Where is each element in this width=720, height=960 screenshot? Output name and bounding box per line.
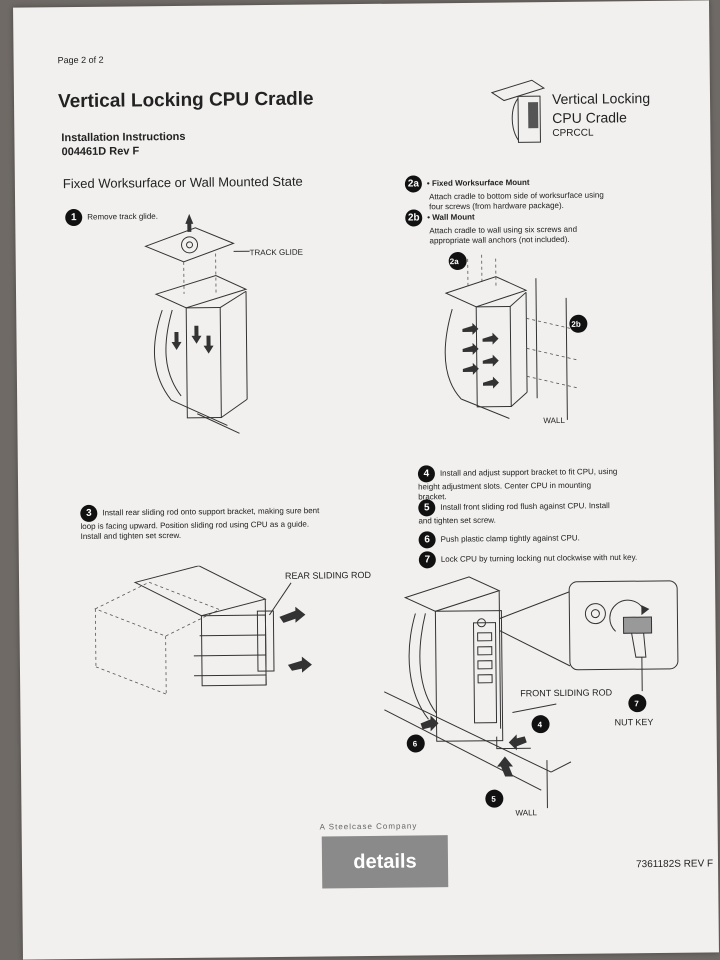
step-2b: 2b • Wall Mount Attach cradle to wall usi… [405,207,615,246]
step-4-badge: 4 [417,465,436,483]
step-2a-badge: 2a [404,175,422,193]
wall-label-bottom: WALL [515,808,538,818]
page-number: Page 2 of 2 [57,54,104,66]
callout-2a: 2a [449,257,459,267]
step-2a: 2a• Fixed Worksurface Mount Attach cradl… [404,173,615,212]
step-2b-text: Attach cradle to wall using six screws a… [429,224,578,246]
step-1-badge: 1 [65,208,83,227]
step-6: 6 Push plastic clamp tightly against CPU. [418,529,619,549]
doc-revision: 004461D Rev F [61,145,140,159]
document-info: Installation Instructions 004461D Rev F [61,130,185,159]
step-3-badge: 3 [80,504,98,522]
step-6-badge: 6 [418,531,436,549]
callout-7: 7 [634,699,639,709]
step-4-text: Install and adjust support bracket to fi… [418,466,618,502]
callout-4: 4 [537,720,543,730]
product-name: Vertical Locking CPU Cradle [551,90,651,127]
product-thumbnail-icon [490,79,546,143]
final-assembly-diagram [384,576,679,809]
step-2a-title: • Fixed Worksurface Mount [426,177,530,188]
logo-text: details [353,849,417,873]
rear-sliding-rod-label: REAR SLIDING ROD [284,569,372,581]
mounting-diagram [444,252,588,420]
track-glide-label: TRACK GLIDE [249,247,304,258]
details-logo: details [321,835,449,889]
front-sliding-rod-label: FRONT SLIDING ROD [520,687,613,699]
step-6-text: Push plastic clamp tightly against CPU. [440,533,580,544]
rear-sliding-rod-diagram [94,565,312,695]
company-line: A Steelcase Company [319,821,418,832]
page-title: Vertical Locking CPU Cradle [57,88,314,113]
step-5-badge: 5 [418,499,436,517]
section-title: Fixed Worksurface or Wall Mounted State [62,173,303,192]
nut-key-label: NUT KEY [614,717,654,728]
callout-5: 5 [491,794,496,804]
callout-2b: 2b [571,319,581,329]
track-glide-diagram [144,213,250,434]
wall-label-top: WALL [543,415,565,426]
step-3-text: Install rear sliding rod onto support br… [80,506,320,541]
step-2b-title: • Wall Mount [427,212,475,222]
product-code: CPRCCL [552,127,594,140]
step-5-text: Install front sliding rod flush against … [418,501,610,526]
callout-6: 6 [412,739,418,749]
document-number: 7361182S REV F [635,858,714,871]
instructions-label: Installation Instructions [61,130,186,145]
step-2b-badge: 2b [405,209,423,227]
instruction-sheet: Page 2 of 2 Vertical Locking CPU Cradle … [13,0,719,960]
